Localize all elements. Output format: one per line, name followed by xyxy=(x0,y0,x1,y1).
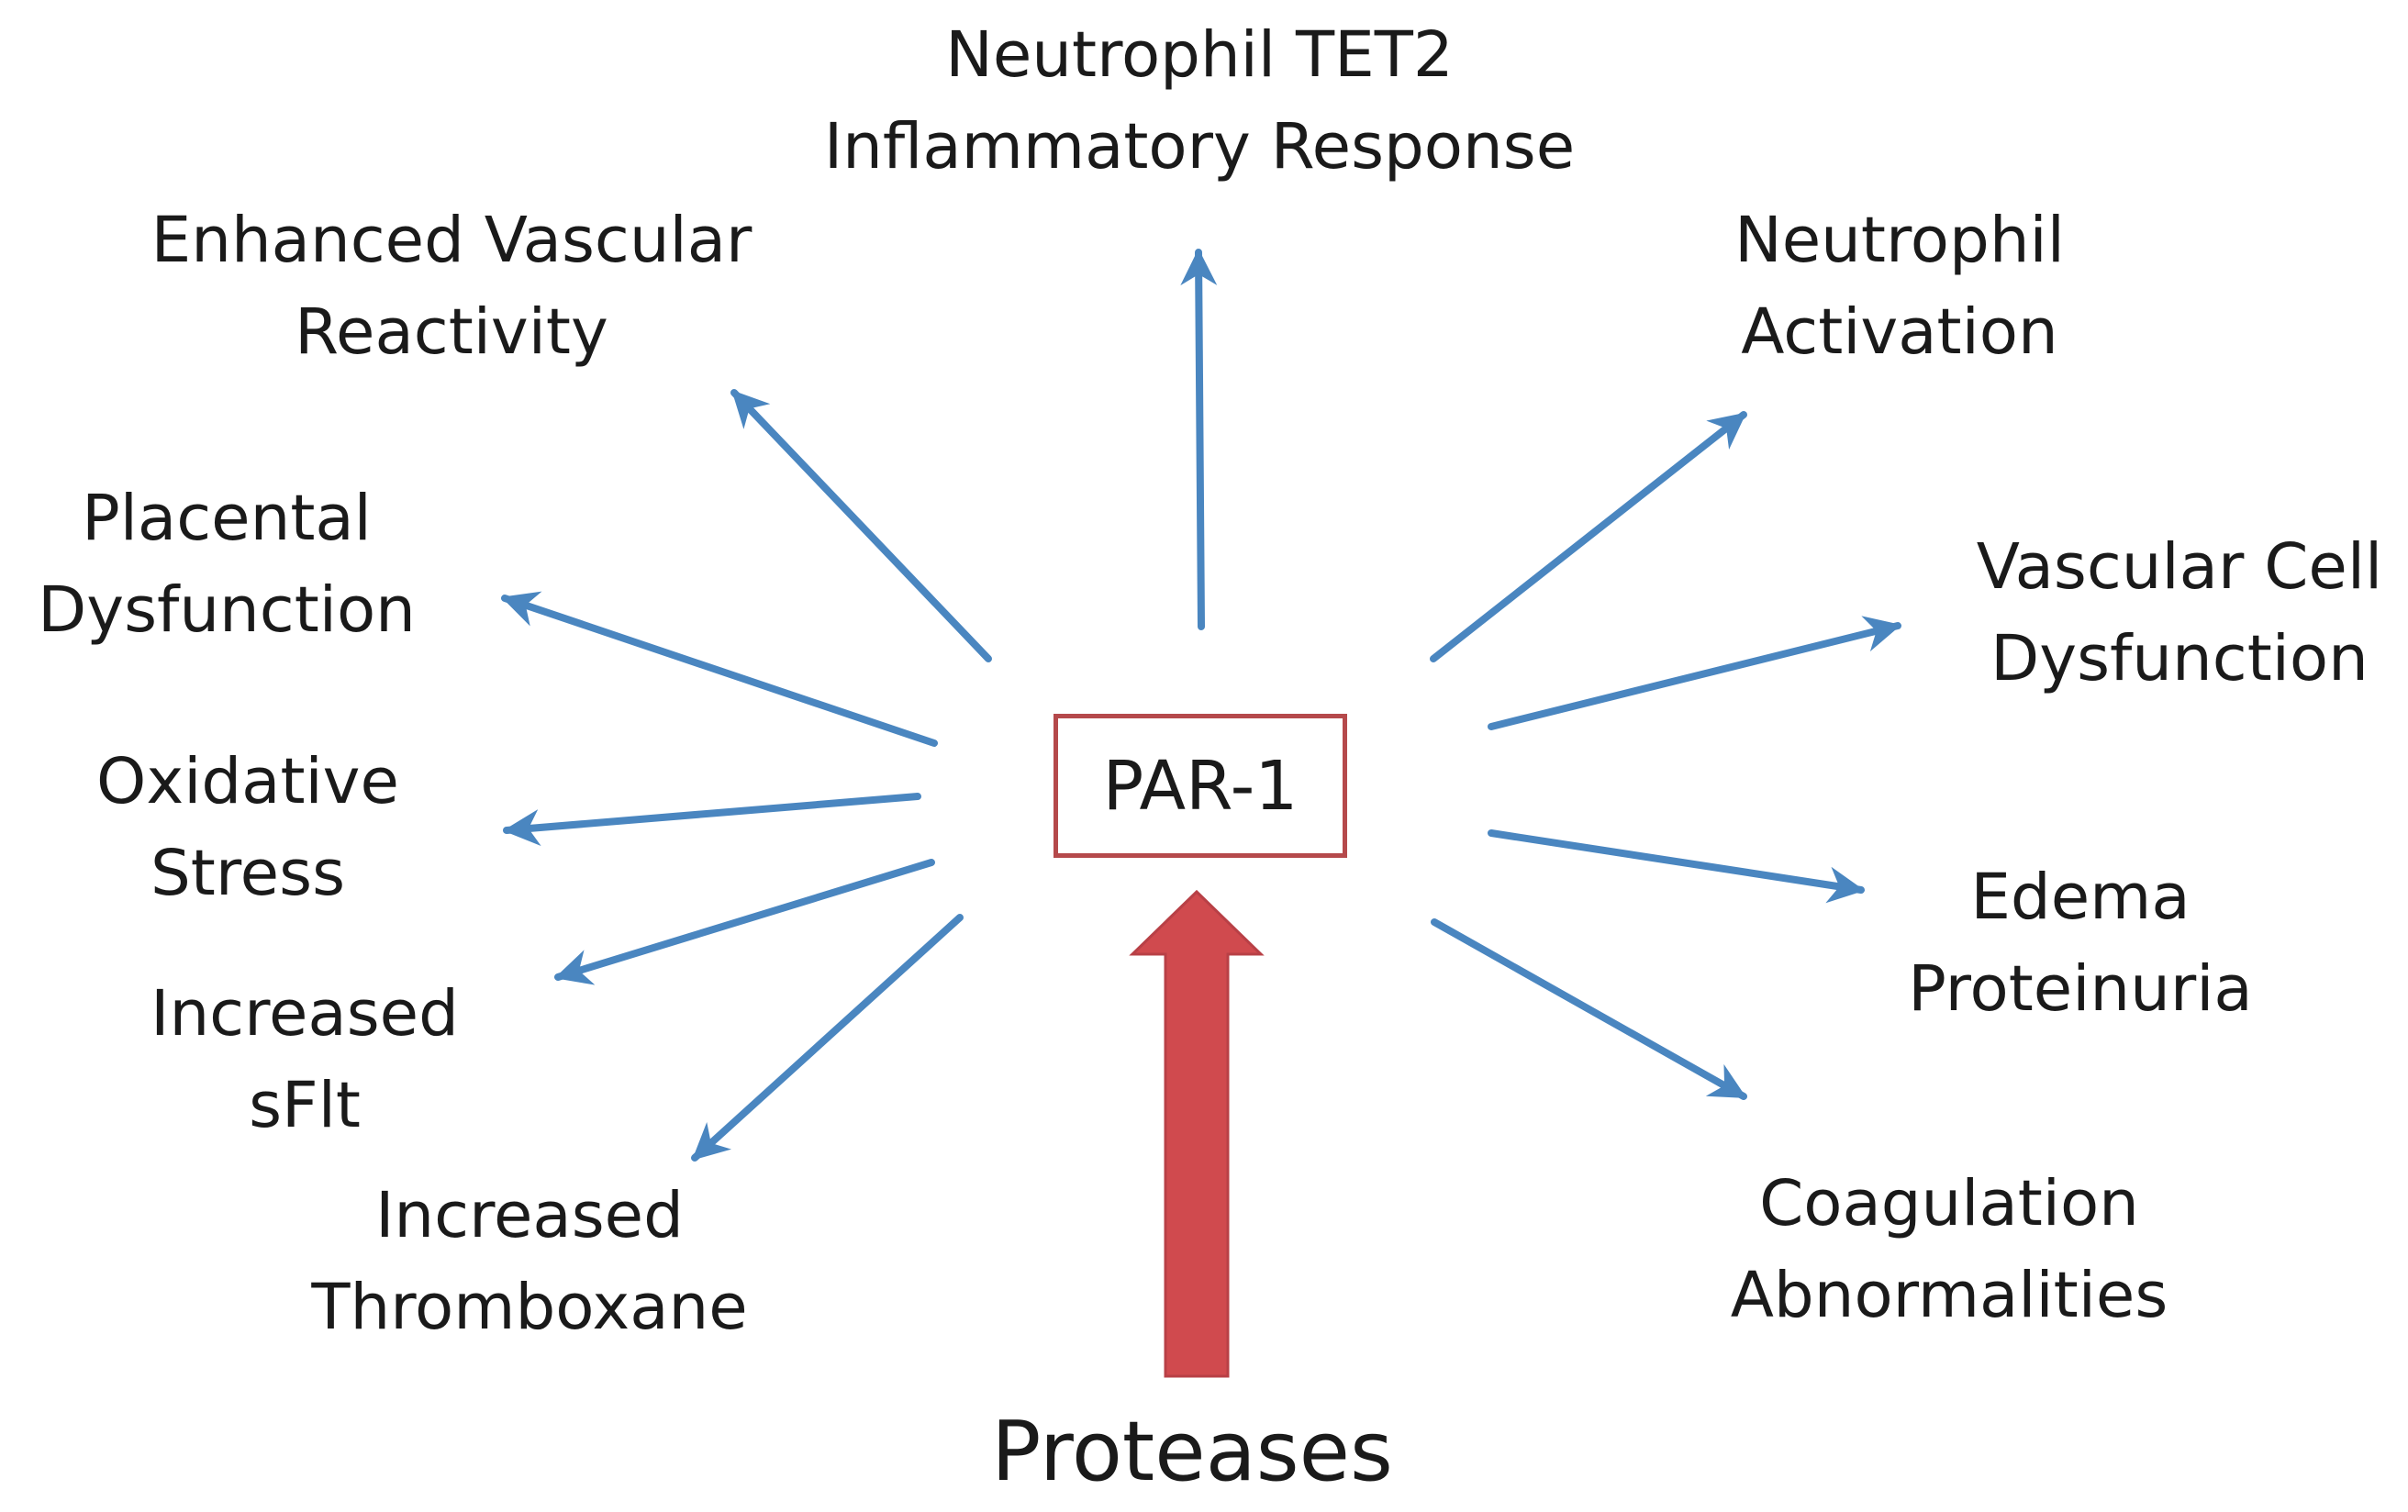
proteases-arrow xyxy=(1129,889,1265,1378)
effect-oxidative-stress: Oxidative Stress xyxy=(96,745,399,910)
arrow-sflt xyxy=(554,859,935,985)
effect-placental-dysfunction: Placental Dysfunction xyxy=(38,482,416,647)
proteases-label: Proteases xyxy=(991,1404,1393,1500)
par1-label: PAR-1 xyxy=(1102,746,1299,826)
par1-box: PAR-1 xyxy=(1054,714,1347,858)
arrow-coagulation xyxy=(1431,918,1747,1100)
effect-vascular-cell-dysfunction: Vascular Cell Dysfunction xyxy=(1976,530,2383,695)
effect-neutrophil-activation: Neutrophil Activation xyxy=(1734,204,2065,369)
effect-increased-sflt: Increased sFlt xyxy=(150,977,459,1142)
arrow-vascular-cell xyxy=(1488,616,1901,730)
arrow-edema xyxy=(1488,829,1865,904)
effect-edema-proteinuria: Edema Proteinuria xyxy=(1908,861,2253,1026)
effect-enhanced-vascular-reactivity: Enhanced Vascular Reactivity xyxy=(150,204,752,369)
effect-neutrophil-tet2: Neutrophil TET2 Inflammatory Response xyxy=(823,18,1576,183)
arrow-placental xyxy=(501,591,938,747)
arrow-neutrophil-activation xyxy=(1430,411,1747,662)
effect-increased-thromboxane: Increased Thromboxane xyxy=(311,1179,748,1344)
arrow-oxidative xyxy=(503,793,921,846)
arrow-vascular-reactivity xyxy=(730,389,992,662)
effect-coagulation-abnormalities: Coagulation Abnormalities xyxy=(1730,1167,2168,1332)
arrow-thromboxane xyxy=(691,914,964,1162)
arrow-neutrophil-tet2 xyxy=(1180,249,1218,630)
